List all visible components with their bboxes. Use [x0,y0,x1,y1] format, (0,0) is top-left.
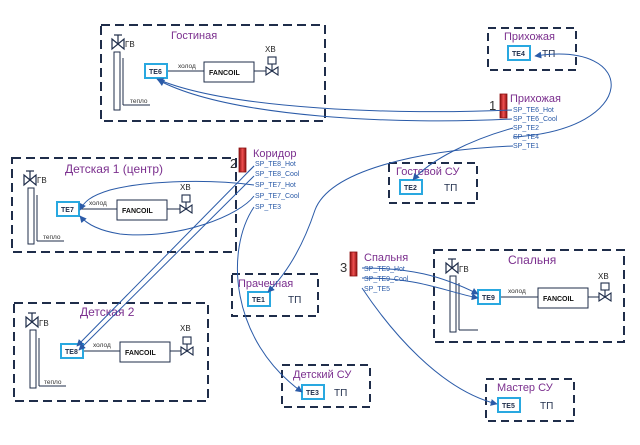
fancoil-label: FANCOIL [125,350,156,357]
svg-text:тепло: тепло [130,98,148,105]
room-title: Детская 1 (центр) [65,162,163,176]
room-detskaya2: Детская 2 ГВ тепло TE8 холод FANCOIL ХВ [13,302,209,402]
room-master-su: Мастер СУ TE5 ТП [485,378,575,422]
room-detskiy-su: Детский СУ TE3 ТП [281,364,371,408]
svg-text:SP_TE5: SP_TE5 [364,286,390,293]
svg-text:ГВ: ГВ [125,40,135,49]
svg-text:ГВ: ГВ [459,265,469,274]
svg-text:тепло: тепло [44,379,62,386]
svg-text:ГВ: ГВ [39,319,49,328]
svg-text:холод: холод [93,342,111,349]
svg-text:SP_TE6_Hot: SP_TE6_Hot [513,107,554,114]
svg-text:ТП: ТП [334,388,347,399]
svg-text:холод: холод [508,288,526,295]
controller-2: 2 Коридор SP_TE8_Hot SP_TE8_Cool SP_TE7_… [230,147,300,211]
sensor-te3: TE3 [306,390,319,397]
svg-text:3: 3 [340,260,347,275]
svg-text:SP_TE4: SP_TE4 [513,134,539,141]
sensor-te1: TE1 [252,297,265,304]
room-gostinaya: Гостиная ГВ тепло TE6 холод FANCOIL ХВ [100,24,326,122]
svg-text:SP_TE7_Cool: SP_TE7_Cool [255,193,300,200]
room-prihozhaya-tp: Прихожая TE4 ТП [487,27,577,71]
svg-text:Спальня: Спальня [364,252,408,264]
svg-text:SP_TE2: SP_TE2 [513,125,539,132]
svg-text:ХВ: ХВ [180,183,191,192]
svg-text:холод: холод [178,63,196,70]
svg-text:Прихожая: Прихожая [504,31,555,43]
svg-text:ГВ: ГВ [37,176,47,185]
sensor-te5: TE5 [502,403,515,410]
controller-3: 3 Спальня SP_TE9_Hot SP_TE9_Cool SP_TE5 [340,251,409,293]
fancoil-label: FANCOIL [209,70,240,77]
sensor-te2: TE2 [404,185,417,192]
fancoil-label: FANCOIL [543,296,574,303]
svg-text:ТП: ТП [540,401,553,412]
svg-text:SP_TE6_Cool: SP_TE6_Cool [513,116,558,123]
sensor-te9: TE9 [482,295,495,302]
svg-text:ХВ: ХВ [180,324,191,333]
svg-text:SP_TE7_Hot: SP_TE7_Hot [255,182,296,189]
svg-text:Гостевой СУ: Гостевой СУ [396,166,460,178]
svg-text:Коридор: Коридор [253,148,296,160]
room-spalnya: Спальня ГВ TE9 холод FANCOIL ХВ [433,249,625,343]
room-detskaya1: Детская 1 (центр) ГВ тепло TE7 холод FAN… [11,157,237,253]
room-title: Спальня [508,253,556,267]
controller-1: 1 Прихожая SP_TE6_Hot SP_TE6_Cool SP_TE2… [489,93,561,150]
fancoil-label: FANCOIL [122,208,153,215]
signal-links [76,51,612,406]
svg-text:ХВ: ХВ [598,272,609,281]
svg-text:SP_TE9_Hot: SP_TE9_Hot [364,266,405,273]
sensor-te8: TE8 [65,349,78,356]
svg-text:ТП: ТП [444,183,457,194]
svg-text:SP_TE8_Cool: SP_TE8_Cool [255,171,300,178]
svg-text:SP_TE1: SP_TE1 [513,143,539,150]
room-gostevoy-su: Гостевой СУ TE2 ТП [388,162,478,204]
svg-text:тепло: тепло [43,234,61,241]
svg-text:2: 2 [230,156,237,171]
room-title: Гостиная [171,30,217,42]
svg-text:SP_TE3: SP_TE3 [255,204,281,211]
svg-text:холод: холод [89,200,107,207]
room-prachechnaya: Прачечная TE1 ТП [231,273,319,317]
svg-text:Прихожая: Прихожая [510,93,561,105]
svg-text:Прачечная: Прачечная [238,278,293,290]
sensor-te4: TE4 [512,51,525,58]
room-title: Детская 2 [80,305,135,319]
svg-text:1: 1 [489,98,496,113]
sensor-te6: TE6 [149,69,162,76]
svg-text:ХВ: ХВ [265,45,276,54]
sensor-te7: TE7 [61,207,74,214]
svg-text:Детский СУ: Детский СУ [293,369,352,381]
svg-text:SP_TE8_Hot: SP_TE8_Hot [255,161,296,168]
svg-text:Мастер СУ: Мастер СУ [497,382,554,394]
svg-text:SP_TE9_Cool: SP_TE9_Cool [364,276,409,283]
svg-text:ТП: ТП [288,295,301,306]
